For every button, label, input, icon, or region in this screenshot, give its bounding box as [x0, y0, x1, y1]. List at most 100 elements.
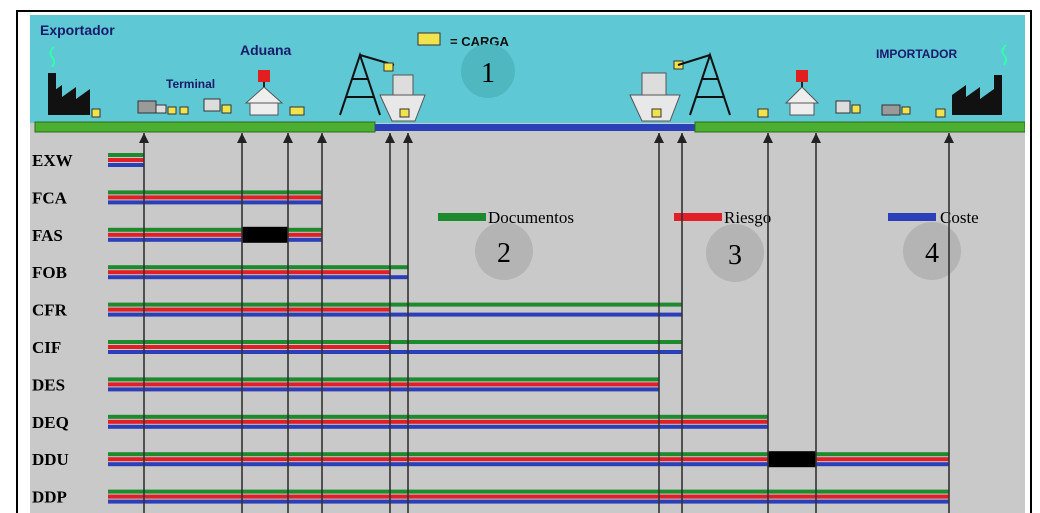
ship-left-icon [379, 62, 426, 122]
incoterm-code: EXW [32, 151, 73, 170]
step-number-2: 2 [497, 238, 511, 269]
incoterm-row: FOB [32, 263, 408, 282]
incoterm-row: FCA [32, 188, 322, 207]
legend-risk-swatch [674, 213, 722, 221]
documents-bar [108, 153, 144, 157]
cost-bar [108, 499, 949, 504]
risk-bar [108, 457, 949, 462]
incoterm-code: DEQ [32, 413, 69, 432]
incoterm-row: DES [32, 375, 659, 394]
documents-bar [108, 452, 949, 457]
incoterm-rows: EXW FCA FAS FOB CFR CIF DES DEQ DDU DDP [32, 151, 949, 507]
terminal-label: Terminal [166, 77, 215, 91]
cost-bar [108, 424, 768, 429]
incoterm-row: CFR [32, 301, 682, 320]
transfer-arrow-icon [317, 133, 327, 143]
legend-cost-label: Coste [940, 208, 979, 227]
cost-bar [108, 387, 659, 392]
transfer-arrow-icon [944, 133, 954, 143]
risk-bar [108, 232, 322, 237]
exporter-label: Exportador [40, 22, 115, 38]
incoterm-code: DDU [32, 450, 69, 469]
diagram-frame [16, 10, 1032, 513]
incoterm-code: CFR [32, 301, 68, 320]
importer-label: IMPORTADOR [876, 47, 957, 61]
step-number-4: 4 [925, 238, 939, 269]
step-circle-4 [903, 222, 961, 280]
transfer-arrow-icon [237, 133, 247, 143]
risk-bar [108, 494, 949, 499]
transfer-arrow-icon [283, 133, 293, 143]
legend-documents-swatch [438, 213, 486, 221]
documents-bar [108, 340, 682, 344]
transfer-marker [768, 451, 816, 468]
cost-bar [108, 200, 322, 205]
legend-cost-swatch [888, 213, 936, 221]
documents-bar [108, 377, 659, 382]
cost-bar [108, 462, 949, 467]
incoterm-row: DEQ [32, 413, 768, 432]
transfer-arrow-icon [654, 133, 664, 143]
documents-bar [108, 414, 768, 419]
incoterm-code: DDP [32, 488, 67, 507]
risk-bar [108, 307, 390, 312]
ground-left [34, 121, 376, 133]
ship-right-icon [629, 60, 684, 122]
documents-bar [108, 190, 322, 195]
water-sea [375, 124, 695, 131]
cargo-legend-icon [417, 32, 441, 46]
incoterm-code: FAS [32, 226, 63, 245]
incoterm-row: DDU [32, 450, 949, 469]
legend-risk-label: Riesgo [724, 208, 771, 227]
risk-bar [108, 382, 659, 387]
transfer-marker [242, 226, 288, 243]
customs-label: Aduana [240, 42, 292, 58]
documents-bar [108, 227, 322, 232]
importer-factory-icon [935, 44, 1007, 118]
transfer-arrows [139, 133, 954, 513]
cost-bar [108, 237, 322, 242]
truck-icon [137, 100, 189, 115]
incoterm-code: FCA [32, 188, 68, 207]
cost-bar [108, 275, 408, 280]
cost-bar [108, 350, 682, 354]
legend-documents-label: Documentos [488, 208, 574, 227]
risk-bar [108, 419, 768, 424]
step-number-3: 3 [728, 240, 742, 271]
port-crane-right-icon [677, 51, 731, 116]
terminal-icon [203, 98, 232, 114]
incoterm-row: DDP [32, 488, 949, 507]
documents-bar [108, 265, 408, 270]
transfer-arrow-icon [385, 133, 395, 143]
step-number-1: 1 [481, 58, 495, 89]
risk-bar [108, 195, 322, 200]
customs-house-right-icon [757, 70, 820, 118]
documents-bar [108, 489, 949, 494]
documents-bar [108, 302, 682, 307]
risk-bar [108, 345, 390, 349]
risk-bar [108, 158, 144, 162]
incoterm-code: FOB [32, 263, 67, 282]
chart-background [30, 123, 1025, 513]
incoterms-diagram: = CARGA 1 2 3 4 Documentos Riesgo Coste … [30, 15, 1025, 513]
incoterm-code: DES [32, 375, 65, 394]
transfer-arrow-icon [811, 133, 821, 143]
cost-bar [108, 312, 682, 317]
step-circle-2 [475, 222, 533, 280]
incoterm-row: FAS [32, 226, 322, 245]
step-circle-1 [461, 44, 515, 98]
ground-right [694, 121, 1025, 133]
port-crane-left-icon [339, 51, 395, 116]
incoterm-code: CIF [32, 338, 61, 357]
cost-bar [108, 163, 144, 167]
incoterm-row: EXW [32, 151, 144, 170]
transfer-arrow-icon [139, 133, 149, 143]
risk-bar [108, 270, 390, 275]
customs-house-icon [244, 70, 305, 116]
truck-right-icon [835, 100, 911, 116]
transfer-arrow-icon [677, 133, 687, 143]
exporter-factory-icon [48, 46, 101, 118]
incoterm-row: CIF [32, 338, 682, 357]
transfer-arrow-icon [403, 133, 413, 143]
step-circle-3 [706, 224, 764, 282]
